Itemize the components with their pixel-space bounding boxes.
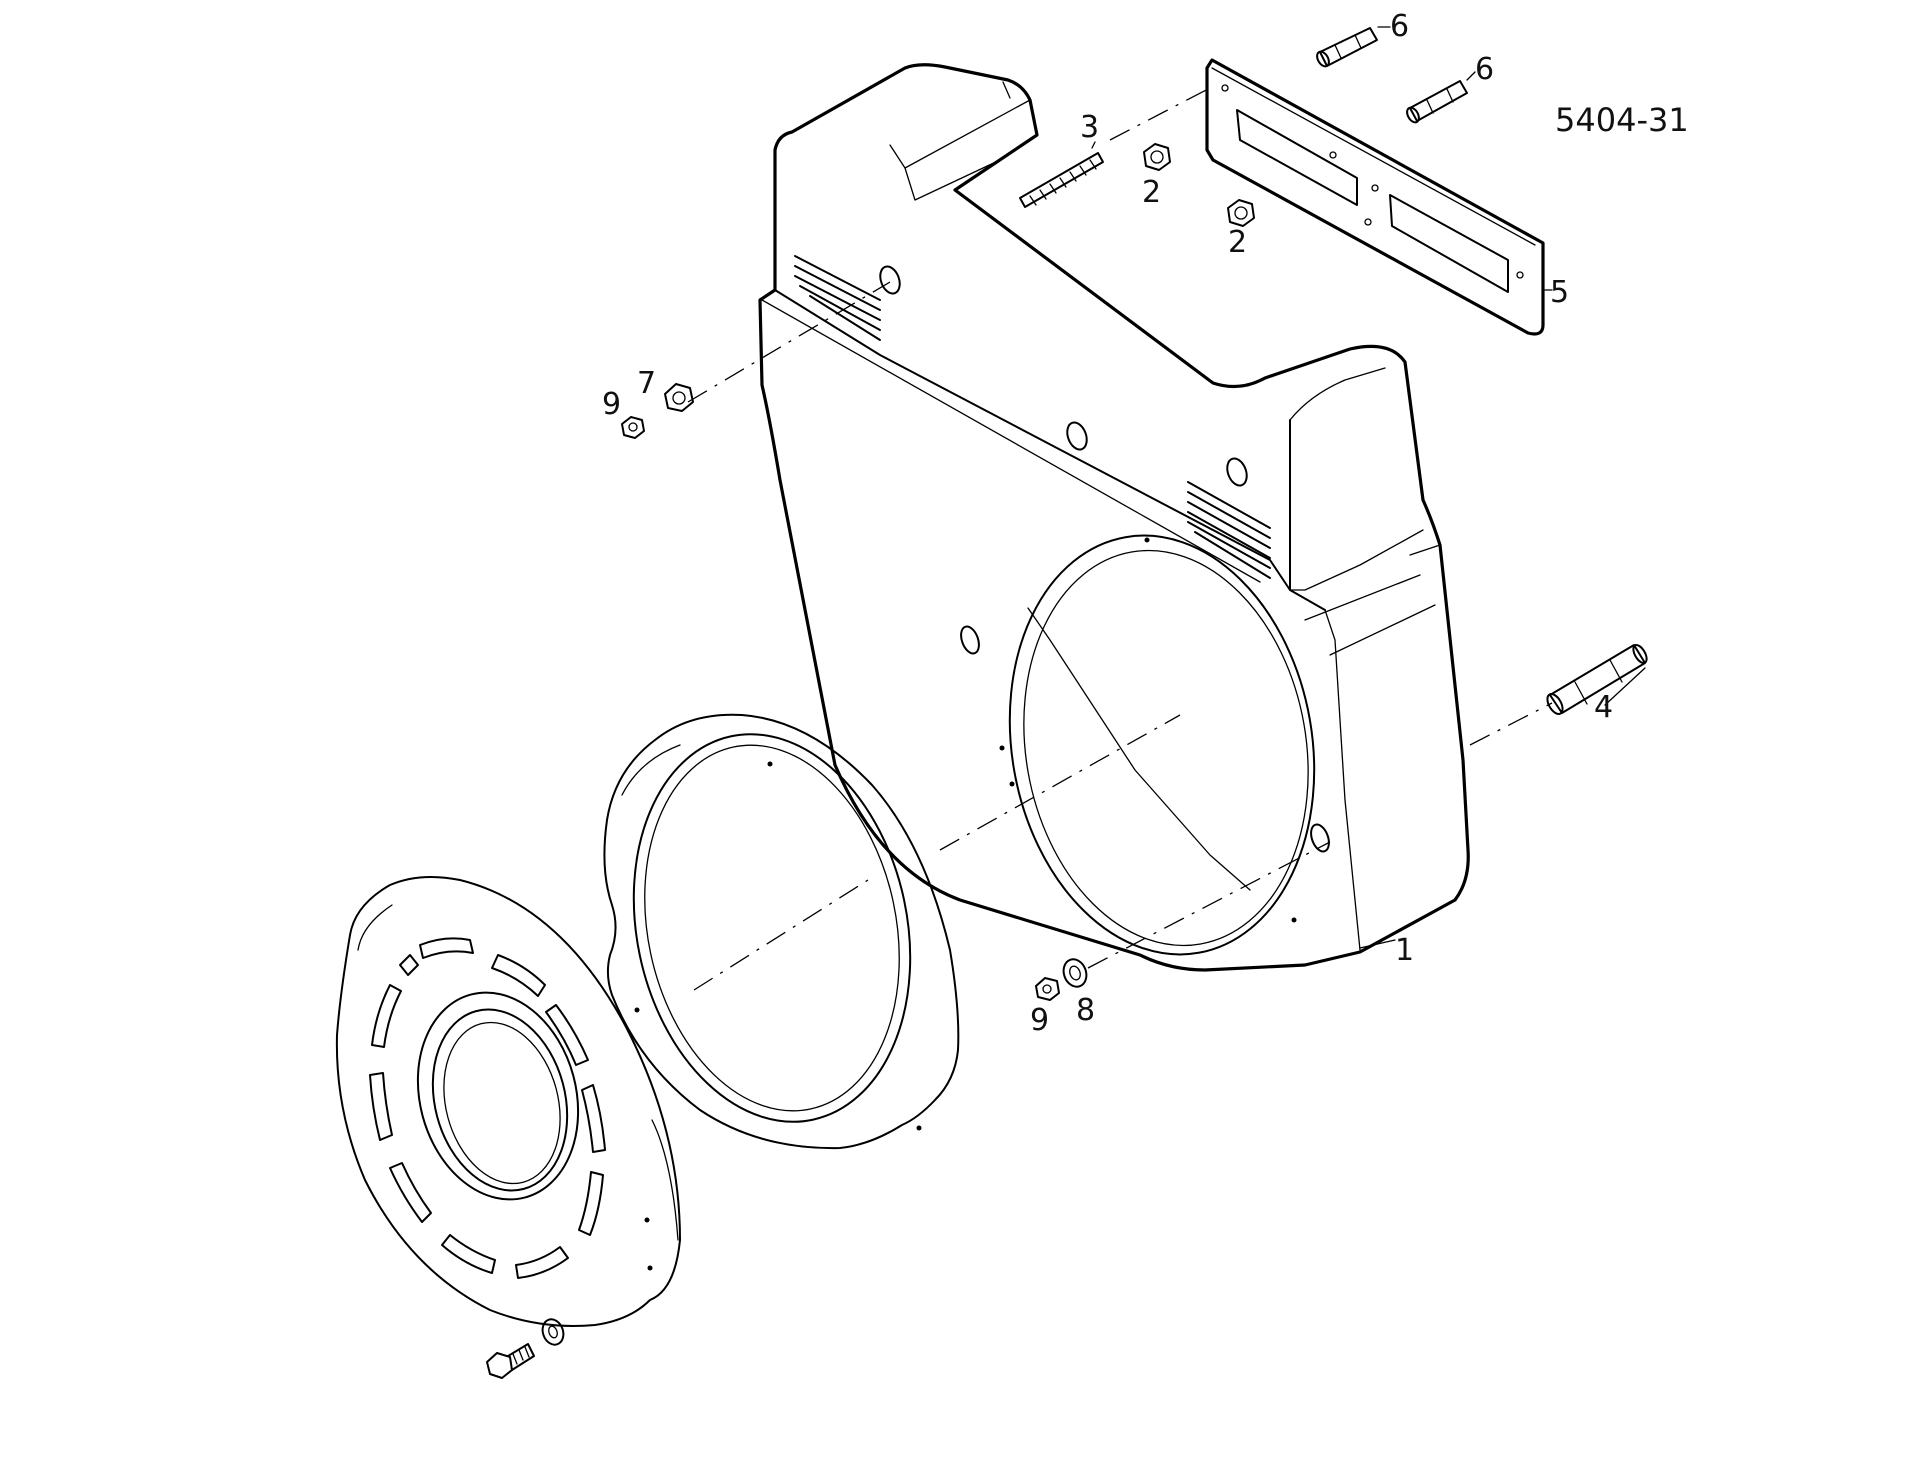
washer: [541, 1318, 565, 1346]
vent-slots-upper: [794, 255, 881, 341]
callout-2-lower: 2: [1228, 225, 1247, 260]
part-9-nut-lower: [1035, 977, 1060, 1001]
grille-cover: [335, 876, 681, 1327]
callout-7: 7: [637, 366, 656, 401]
callout-6-upper: 6: [1390, 9, 1409, 44]
part-9-nut-upper: [621, 416, 645, 439]
callout-4: 4: [1594, 690, 1613, 725]
bolt: [486, 1343, 535, 1379]
part-6-spacer-upper: [1316, 27, 1378, 68]
callout-6-lower: 6: [1475, 52, 1494, 87]
drawing-number: 5404-31: [1555, 101, 1689, 139]
part-2-nut-upper: [1143, 143, 1171, 171]
callout-9-lower: 9: [1030, 1003, 1049, 1038]
part-6-spacer-lower: [1406, 80, 1468, 124]
callout-1: 1: [1395, 933, 1414, 968]
part-1-shroud-housing: [758, 63, 1470, 972]
part-5-gasket-plate: [1205, 58, 1545, 336]
part-8-washer: [1062, 958, 1088, 988]
callout-3: 3: [1080, 110, 1099, 145]
grille-slots: [369, 937, 606, 1279]
part-7-nut: [664, 383, 694, 412]
center-lines: [687, 87, 1553, 991]
callout-2-upper: 2: [1142, 175, 1161, 210]
part-3-stud: [1019, 152, 1104, 208]
callout-8: 8: [1076, 993, 1095, 1028]
part-2-nut-lower: [1227, 199, 1255, 227]
callout-5: 5: [1550, 275, 1569, 310]
adapter-ring: [603, 713, 960, 1150]
part-4-spacer: [1546, 643, 1648, 715]
leader-lines: [1091, 26, 1646, 949]
callout-9-upper: 9: [602, 387, 621, 422]
vent-slots-right: [1187, 481, 1271, 579]
